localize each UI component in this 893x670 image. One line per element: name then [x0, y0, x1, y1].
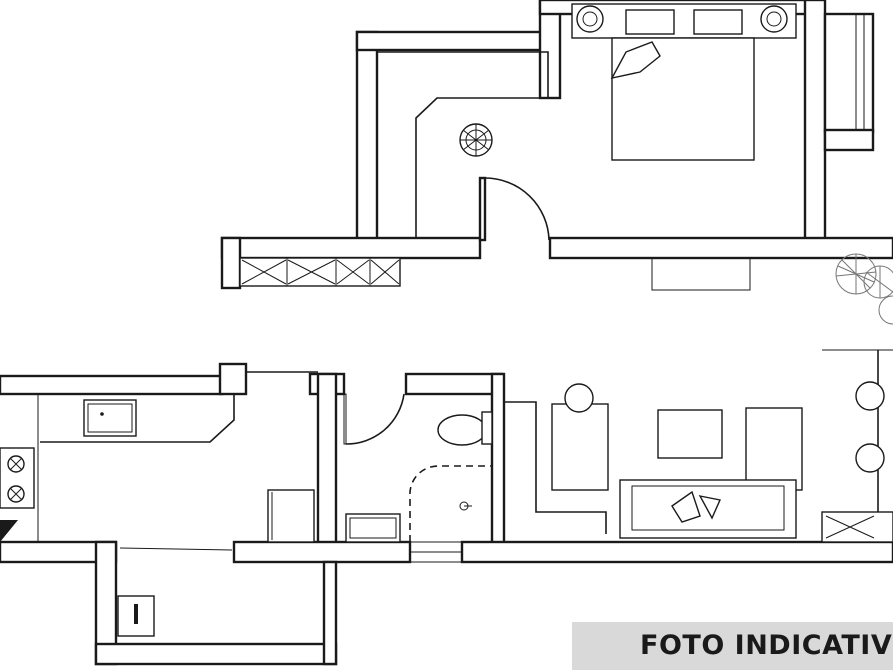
- living-room: [504, 349, 893, 543]
- photo-disclaimer-banner: [572, 622, 893, 670]
- bathroom: [343, 393, 493, 563]
- photo-disclaimer-label: FOTO INDICATIV: [640, 630, 893, 661]
- closet: [239, 257, 401, 287]
- kitchen: [0, 393, 315, 551]
- plant-icon: [459, 123, 493, 157]
- laundry: [115, 562, 155, 644]
- lower-walls: [0, 362, 893, 666]
- bedroom-door: [478, 176, 550, 242]
- corridor-outline: [376, 50, 549, 238]
- upper-walls: [220, 0, 893, 290]
- plants-icon: [835, 253, 893, 325]
- bedroom-window: [651, 14, 865, 291]
- bed: [571, 3, 797, 161]
